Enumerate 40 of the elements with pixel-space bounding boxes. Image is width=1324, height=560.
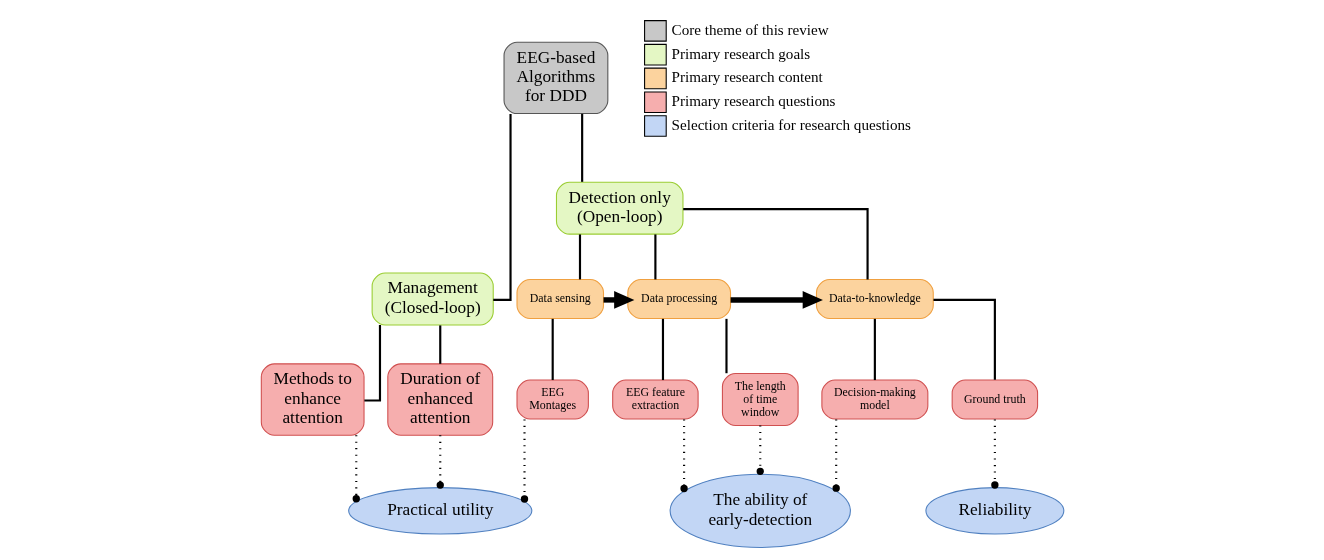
legend-label: Primary research goals	[671, 45, 810, 62]
node-box: Detection only (Open-loop)	[555, 181, 683, 235]
connector	[932, 298, 996, 380]
connector	[363, 325, 381, 402]
node-ellipse: The ability of early-detection	[669, 473, 851, 548]
legend-label: Primary research questions	[671, 93, 835, 110]
connector	[520, 419, 528, 503]
node-box: The length of time window	[721, 373, 799, 427]
connector	[756, 425, 764, 475]
arrow	[730, 291, 823, 309]
connector	[682, 208, 869, 280]
connector	[352, 435, 360, 503]
node-box: Duration of enhanced attention	[386, 363, 493, 436]
legend-label: Selection criteria for research questions	[671, 117, 911, 133]
node-box: Management (Closed-loop)	[371, 272, 494, 326]
node-box: Data-to-knowledge	[815, 278, 934, 319]
connector	[551, 318, 554, 381]
node-box: EEG-based Algorithms for DDD	[503, 41, 608, 115]
connector	[724, 318, 728, 374]
connector	[580, 113, 583, 182]
node-box: Data processing	[626, 278, 731, 319]
connector	[832, 419, 840, 492]
connector	[990, 419, 999, 489]
node-ellipse: Practical utility	[347, 487, 532, 535]
connector	[661, 318, 664, 381]
connector	[873, 318, 876, 381]
node-box: Ground truth	[951, 379, 1038, 420]
connector	[436, 435, 444, 489]
node-box: Decision-making model	[820, 379, 928, 420]
node-box: Methods to enhance attention	[260, 363, 365, 436]
legend-label: Core theme of this review	[671, 21, 829, 38]
connector	[679, 419, 688, 493]
node-box: EEG Montages	[515, 379, 589, 420]
node-ellipse: Reliability	[924, 487, 1064, 535]
connector	[578, 234, 581, 280]
connector	[438, 325, 441, 364]
node-box: EEG feature extraction	[611, 379, 699, 420]
legend-label: Primary research content	[671, 69, 823, 86]
connector	[653, 234, 656, 280]
node-box: Data sensing	[515, 278, 604, 319]
